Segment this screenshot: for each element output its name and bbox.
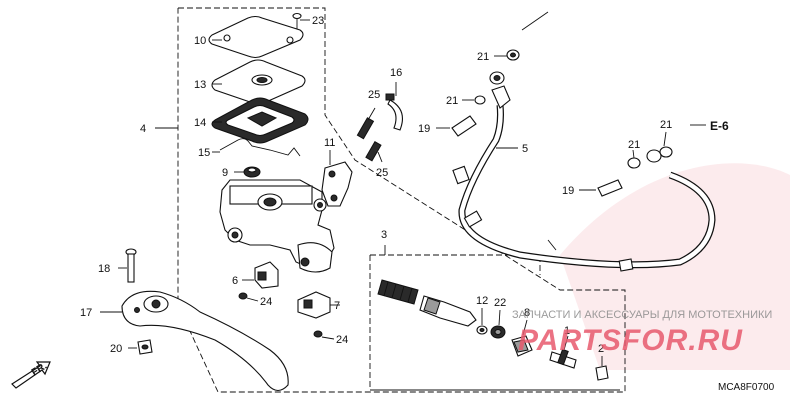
callout-15: 15 <box>198 147 210 159</box>
part-6-switch <box>242 261 279 289</box>
callout-21a: 21 <box>477 51 489 63</box>
part-22-seal <box>490 309 506 339</box>
callout-10: 10 <box>194 35 206 47</box>
part-5-hose <box>452 104 716 272</box>
part-24-screws <box>238 292 335 340</box>
callout-11: 11 <box>324 137 335 149</box>
callout-3: 3 <box>381 229 387 241</box>
callout-21c: 21 <box>628 139 640 151</box>
part-8-boot <box>511 319 533 357</box>
callout-21b: 21 <box>446 95 458 107</box>
callout-24b: 24 <box>336 334 348 346</box>
part-2-cap <box>595 356 609 381</box>
part-25-bolts <box>356 107 383 163</box>
part-1-pushrod <box>549 335 577 369</box>
callout-22: 22 <box>494 297 506 309</box>
callout-17: 17 <box>80 307 92 319</box>
callout-1: 1 <box>564 325 570 337</box>
reference-label: E-6 <box>710 119 729 133</box>
callout-24a: 24 <box>260 296 272 308</box>
callout-20: 20 <box>110 343 122 355</box>
part-7-bracket <box>297 291 340 319</box>
part-20-nut <box>128 339 153 355</box>
part-15-clip <box>212 138 301 157</box>
callout-25a: 25 <box>368 89 380 101</box>
reference-e6: E-6 <box>710 119 729 133</box>
diagram-code: MCA8F0700 <box>718 382 775 393</box>
watermark-banner: ЗАПЧАСТИ И АКСЕССУАРЫ ДЛЯ МОТОТЕХНИКИ <box>512 309 772 321</box>
callout-9: 9 <box>222 167 228 179</box>
watermark: ЗАПЧАСТИ И АКСЕССУАРЫ ДЛЯ МОТОТЕХНИКИ PA… <box>512 309 772 357</box>
part-14-diaphragm <box>211 97 309 144</box>
callout-25b: 25 <box>376 167 388 179</box>
part-3-piston-kit <box>377 279 477 327</box>
part-11-bracket <box>321 150 353 207</box>
watermark-brand: PARTSFOR.RU <box>518 324 743 357</box>
master-cylinder-body <box>219 179 335 273</box>
callout-23: 23 <box>312 15 324 27</box>
front-arrow: FR. <box>11 361 51 389</box>
part-17-lever <box>100 290 289 392</box>
callout-19a: 19 <box>418 123 430 135</box>
callout-5: 5 <box>522 143 528 155</box>
callout-7: 7 <box>334 300 340 312</box>
part-9-cap <box>234 166 261 178</box>
callout-4: 4 <box>140 123 146 135</box>
part-18-bolt <box>118 248 137 283</box>
callout-14: 14 <box>194 117 206 129</box>
callout-13: 13 <box>194 79 206 91</box>
callout-19b: 19 <box>562 185 574 197</box>
part-19-21-fittings <box>436 11 673 197</box>
assembly-outlines <box>155 7 626 393</box>
part-13-plate <box>211 59 306 105</box>
callout-8: 8 <box>524 307 530 319</box>
part-16-clamp <box>385 82 403 131</box>
callout-2: 2 <box>598 343 604 355</box>
part-12-washer <box>476 308 488 335</box>
callout-21d: 21 <box>660 119 672 131</box>
callout-18: 18 <box>98 263 110 275</box>
callout-6: 6 <box>232 275 238 287</box>
leader-lines <box>547 124 706 251</box>
watermark-wing <box>560 163 790 370</box>
part-10-cap <box>208 15 304 59</box>
callout-16: 16 <box>390 67 402 79</box>
callout-labels: 23 10 13 14 4 15 9 11 25 25 16 6 24 7 24… <box>80 15 672 355</box>
callout-12: 12 <box>476 295 488 307</box>
